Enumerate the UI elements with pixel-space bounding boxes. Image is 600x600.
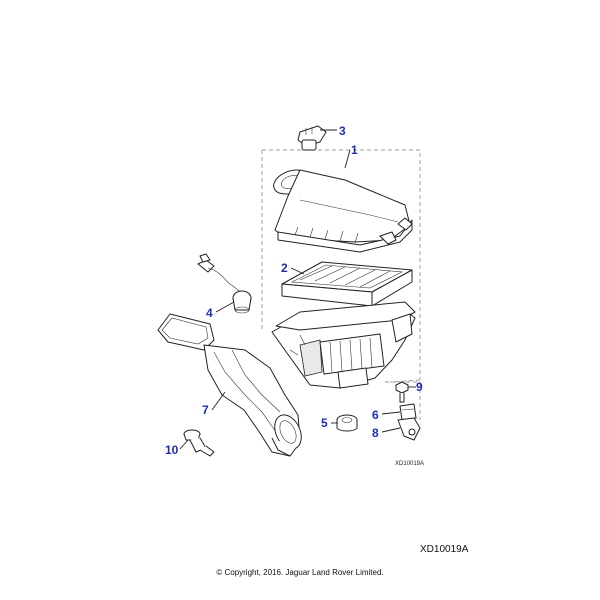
bolt <box>395 381 409 403</box>
fastener-boundary <box>385 381 421 420</box>
drawing-reference: XD10019A <box>420 544 469 555</box>
air-filter-element <box>281 261 413 307</box>
copyright-notice: © Copyright, 2016. Jaguar Land Rover Lim… <box>216 568 384 577</box>
air-cleaner-body <box>271 301 416 389</box>
callout-4: 4 <box>206 306 213 320</box>
callout-9: 9 <box>416 380 423 394</box>
isolator <box>399 403 417 421</box>
callout-7: 7 <box>202 403 209 417</box>
temperature-sensor <box>197 253 252 314</box>
callout-3: 3 <box>339 124 346 138</box>
callout-5: 5 <box>321 416 328 430</box>
air-cleaner-cover <box>273 169 413 253</box>
leader-lines <box>179 129 416 450</box>
push-pin-clip <box>183 429 215 457</box>
callout-8: 8 <box>372 426 379 440</box>
callout-1: 1 <box>351 143 358 157</box>
callout-2: 2 <box>281 261 288 275</box>
mass-air-flow-sensor <box>297 125 327 151</box>
callout-6: 6 <box>372 408 379 422</box>
bracket <box>397 417 421 441</box>
air-intake-duct <box>157 313 302 457</box>
drawing-reference-small: XD10019A <box>395 461 424 467</box>
grommet <box>336 414 358 432</box>
callout-10: 10 <box>165 443 179 457</box>
